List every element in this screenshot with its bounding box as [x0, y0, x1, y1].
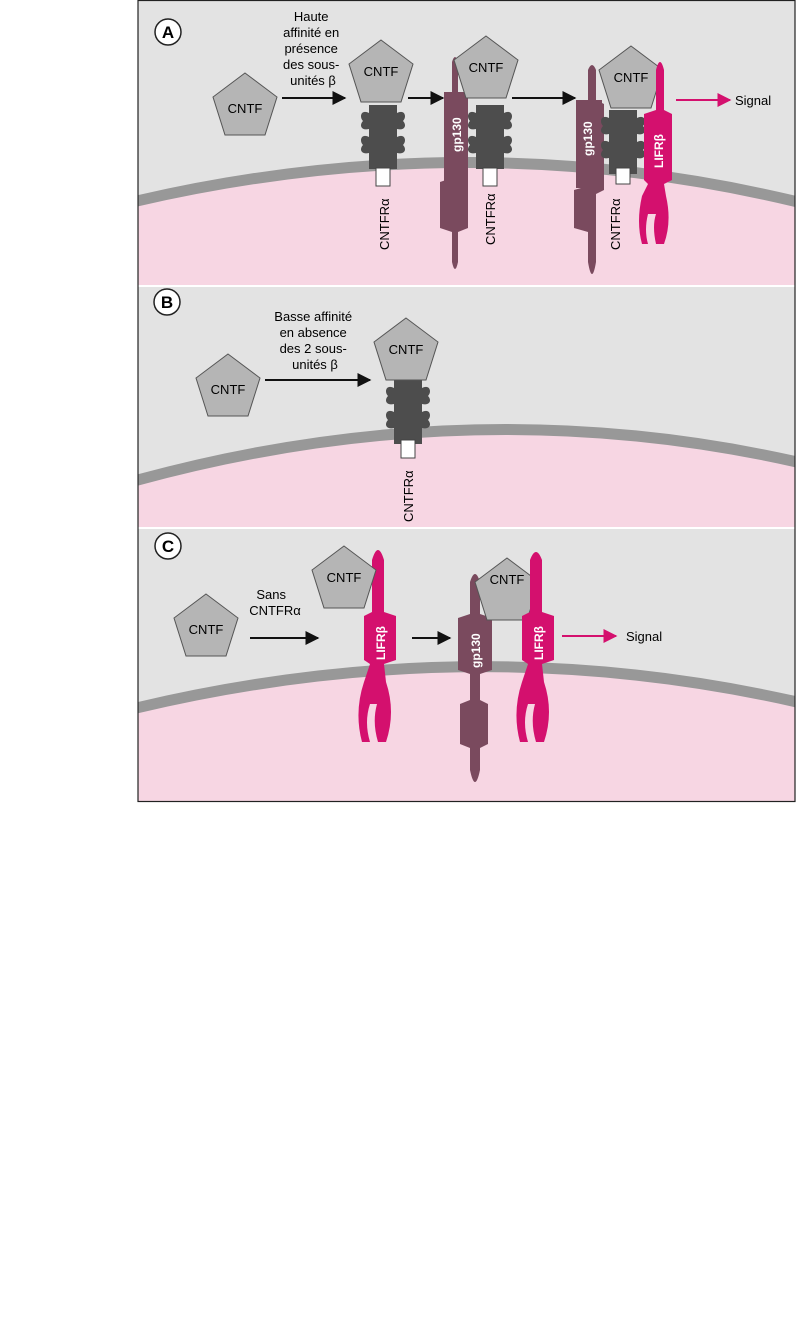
panel-b-condition: Basse affinité en absence des 2 sous- un… — [274, 309, 355, 372]
cntf-bound: CNTF — [474, 557, 540, 621]
cntf-bound: CNTF — [311, 545, 377, 609]
cntf-bound: CNTF — [373, 317, 439, 381]
gp130 — [458, 574, 492, 782]
panel-a-complex-2: CNTF gp130 CNTFRα — [440, 35, 519, 269]
panel-b-letter: B — [161, 293, 173, 312]
cntfr-alpha-label: CNTFRα — [483, 193, 498, 245]
lifr-beta — [358, 550, 396, 742]
panel-b-letter-badge: B — [153, 288, 181, 316]
panel-b-complex: CNTF CNTFRα — [373, 317, 439, 522]
cntf-bound: CNTF — [598, 45, 664, 109]
panel-a-complex-1: CNTF CNTFRα — [348, 39, 414, 250]
panel-a-condition: Haute affinité en présence des sous- uni… — [283, 9, 343, 88]
panel-c-letter: C — [162, 537, 174, 556]
panel-a: A CNTF Haute affinité en présence des so… — [138, 0, 795, 285]
svg-text:CNTF: CNTF — [327, 570, 362, 585]
panel-c-letter-badge: C — [154, 532, 182, 560]
panel-a-complex-3: CNTF gp130 LIFRβ CNTFRα — [574, 45, 672, 274]
cntf-bound: CNTF — [348, 39, 414, 103]
lifr-beta-label: LIFRβ — [532, 626, 546, 660]
panel-a-letter: A — [162, 23, 174, 42]
panel-c-condition: Sans CNTFRα — [249, 587, 301, 618]
lifr-beta-label: LIFRβ — [374, 626, 388, 660]
panel-c-signal-label: Signal — [626, 629, 662, 644]
cntfr-alpha-anchor — [375, 167, 391, 187]
svg-text:CNTF: CNTF — [490, 572, 525, 587]
panel-c-complex-1: CNTF LIFRβ — [311, 545, 396, 742]
gp130-label: gp130 — [469, 633, 483, 668]
panel-b-membrane — [138, 423, 795, 486]
lifr-beta — [516, 552, 554, 742]
panel-b-cytoplasm — [138, 429, 795, 527]
figure-border — [137, 0, 796, 803]
lifr-beta-label: LIFRβ — [652, 134, 666, 168]
panel-b-cntf-free: CNTF — [195, 353, 261, 417]
lifr-beta — [639, 62, 672, 244]
gp130-label: gp130 — [450, 117, 464, 152]
gp130-label: gp130 — [581, 121, 595, 156]
cntfr-alpha-label: CNTFRα — [401, 470, 416, 522]
svg-text:CNTF: CNTF — [364, 64, 399, 79]
cntf-bound: CNTF — [453, 35, 519, 99]
panel-b: B CNTF Basse affinité en absence des 2 s… — [138, 287, 795, 527]
svg-text:CNTF: CNTF — [211, 382, 246, 397]
svg-text:CNTF: CNTF — [189, 622, 224, 637]
svg-text:CNTF: CNTF — [614, 70, 649, 85]
panel-a-letter-badge: A — [154, 18, 182, 46]
panel-c-complex-2: CNTF gp130 LIFRβ — [458, 552, 554, 782]
cntfr-alpha-label: CNTFRα — [377, 198, 392, 250]
cntf-label: CNTF — [228, 101, 263, 116]
panel-c: C CNTF Sans CNTFRα CNTF LIFRβ CNTF — [138, 529, 795, 801]
panel-c-cntf-free: CNTF — [173, 593, 239, 657]
cntfr-alpha-label: CNTFRα — [608, 198, 623, 250]
panel-a-signal-label: Signal — [735, 93, 771, 108]
svg-text:CNTF: CNTF — [389, 342, 424, 357]
panel-a-cntf-free: CNTF — [212, 72, 278, 136]
svg-text:CNTF: CNTF — [469, 60, 504, 75]
